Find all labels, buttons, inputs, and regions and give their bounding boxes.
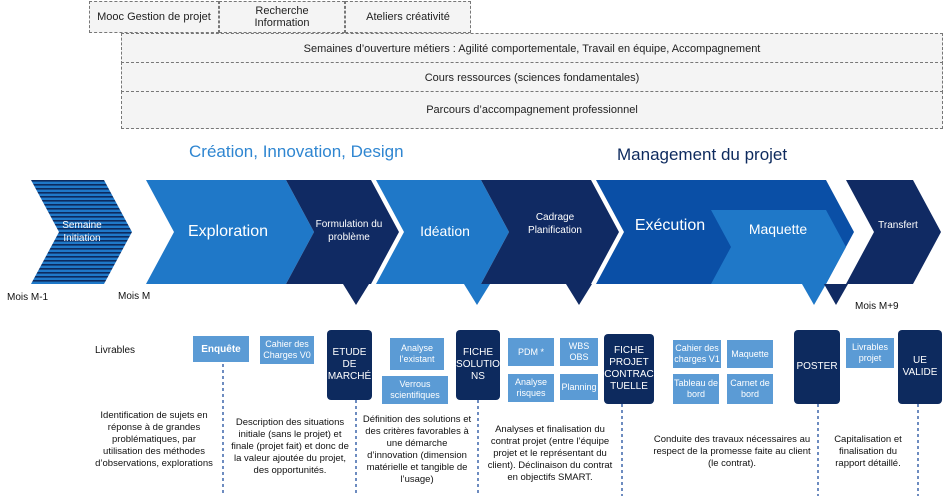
phase-title-management: Management du projet	[617, 145, 788, 164]
chevron-label-transfert: Transfert	[878, 219, 918, 231]
doc-tableau-bord: Tableau de bord	[673, 374, 719, 404]
doc-cahier-v0: Cahier des Charges V0	[260, 336, 314, 364]
top-box-ateliers: Ateliers créativité	[345, 1, 471, 33]
doc-pdm: PDM *	[508, 338, 554, 366]
description-ideation: Définition des solutions et des critères…	[362, 414, 472, 485]
milestone-triangle	[802, 284, 826, 305]
milestone-triangle	[343, 284, 369, 305]
livrables-label: Livrables	[95, 345, 136, 356]
band-label: Semaines d’ouverture métiers : Agilité c…	[303, 42, 761, 55]
chevron-ideation	[376, 180, 509, 284]
chevron-label-semaine: Semaine Initiation	[62, 220, 102, 244]
milestone-m-plus-9: Mois M+9	[855, 301, 899, 312]
milestone-triangle	[824, 284, 848, 305]
band-parcours: Parcours d’accompagnement professionnel	[121, 91, 943, 129]
doc-planning: Planning	[560, 374, 598, 400]
doc-analyse-risques: Analyse risques	[508, 374, 554, 402]
band-label: Cours ressources (sciences fondamentales…	[424, 71, 640, 84]
doc-livrables-projet: Livrables projet	[846, 338, 894, 368]
chevron-transfert	[846, 180, 941, 284]
description-transfert: Capitalisation et finalisation du rappor…	[834, 434, 902, 469]
doc-fiche-solutions: FICHE SOLUTIO NS	[456, 330, 500, 400]
milestone-m: Mois M	[118, 291, 151, 302]
top-box-label: Recherche Information	[254, 5, 310, 29]
chevron-label-ideation: Idéation	[420, 222, 470, 239]
chevron-semaine	[31, 180, 132, 284]
doc-wbs-obs: WBS OBS	[560, 338, 598, 366]
band-cours: Cours ressources (sciences fondamentales…	[121, 62, 943, 93]
milestone-triangle	[464, 284, 490, 305]
top-box-label: Mooc Gestion de projet	[97, 11, 211, 23]
chevron-label-execution: Exécution	[634, 216, 706, 234]
description-formulation: Description des situations initiale (san…	[231, 417, 349, 476]
doc-etude-marche: ETUDE DE MARCHÉ	[327, 330, 372, 400]
chevron-label-maquette: Maquette	[748, 220, 808, 237]
chevron-formulation	[286, 180, 399, 284]
doc-poster: POSTER	[794, 330, 840, 404]
phase-title-creation: Création, Innovation, Design	[189, 142, 404, 161]
band-label: Parcours d’accompagnement professionnel	[426, 104, 638, 116]
doc-verrous: Verrous scientifiques	[382, 376, 448, 404]
band-semaines: Semaines d’ouverture métiers : Agilité c…	[121, 33, 943, 64]
description-exploration: Identification de sujets en réponse à de…	[95, 410, 213, 469]
chevron-exploration	[146, 180, 314, 284]
doc-maquette: Maquette	[727, 340, 773, 368]
doc-cahier-v1: Cahier des charges V1	[673, 340, 721, 368]
top-box-label: Ateliers créativité	[366, 11, 450, 23]
chevron-cadrage	[481, 180, 619, 284]
doc-analyse-existant: Analyse l’existant	[390, 338, 444, 370]
chevron-maquette	[711, 210, 846, 284]
doc-enquete: Enquête	[193, 336, 249, 362]
doc-fiche-projet: FICHE PROJET CONTRAC TUELLE	[604, 334, 654, 404]
top-box-recherche: Recherche Information	[219, 1, 345, 33]
description-execution: Conduite des travaux nécessaires au resp…	[653, 434, 811, 469]
chevron-label-cadrage: Cadrage Planification	[528, 212, 582, 236]
chevron-label-exploration: Exploration	[187, 222, 269, 240]
milestone-triangle	[566, 284, 592, 305]
description-cadrage: Analyses et finalisation du contrat proj…	[487, 424, 613, 483]
doc-ue-valide: UE VALIDE	[898, 330, 942, 404]
top-box-mooc: Mooc Gestion de projet	[89, 1, 219, 33]
chevron-label-formulation: Formulation du problème	[315, 219, 383, 243]
doc-carnet-bord: Carnet de bord	[727, 374, 773, 404]
milestone-m-minus-1: Mois M-1	[7, 292, 49, 303]
